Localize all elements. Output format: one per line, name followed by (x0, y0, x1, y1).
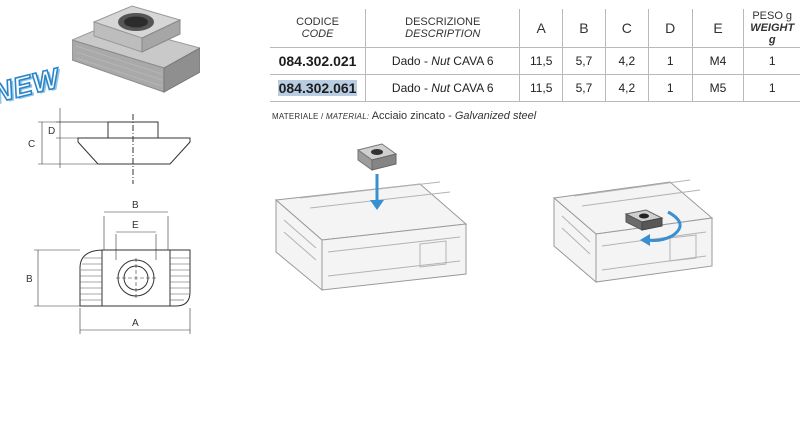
cell-a: 11,5 (519, 47, 563, 75)
cell-d: 1 (647, 47, 693, 75)
insertion-illustration (274, 143, 468, 292)
cell-b: 5,7 (562, 47, 606, 75)
cell-weight: 1 (743, 74, 800, 102)
dim-b-left-label: B (26, 274, 33, 285)
nut-product-photo (72, 5, 200, 93)
header-description: DESCRIZIONE DESCRIPTION (365, 9, 521, 48)
dim-e-label: E (132, 220, 139, 231)
header-d: D (647, 9, 693, 48)
header-c: C (604, 9, 649, 48)
rotate-arrow-icon (640, 210, 682, 246)
cell-a: 11,5 (519, 74, 563, 102)
header-a: A (519, 9, 563, 48)
cell-description: Dado - Nut CAVA 6 (365, 74, 521, 102)
cell-code: 084.302.021 (270, 47, 367, 75)
spec-table: CODICE CODE DESCRIZIONE DESCRIPTION A B … (270, 9, 800, 102)
cell-code-selected[interactable]: 084.302.061 (270, 74, 367, 102)
cell-description: Dado - Nut CAVA 6 (365, 47, 521, 75)
dim-b-top-label: B (132, 200, 139, 211)
cell-d: 1 (647, 74, 693, 102)
new-badge: NEW (0, 61, 64, 109)
header-weight: PESO g WEIGHT g (743, 9, 800, 48)
cell-e: M5 (691, 74, 745, 102)
dim-d-label: D (48, 126, 55, 137)
nut-icon (356, 143, 398, 171)
cell-c: 4,2 (604, 47, 649, 75)
down-arrow-icon (370, 174, 384, 210)
dim-c-label: C (28, 139, 35, 150)
table-header-row: CODICE CODE DESCRIZIONE DESCRIPTION A B … (270, 9, 800, 48)
nut-icon (624, 209, 664, 231)
dim-a-label: A (132, 318, 139, 329)
header-b: B (562, 9, 606, 48)
cell-c: 4,2 (604, 74, 649, 102)
rotation-illustration (552, 179, 714, 284)
technical-drawing: C D B E B A (26, 108, 191, 334)
cell-e: M4 (691, 47, 745, 75)
table-row: 084.302.021 Dado - Nut CAVA 6 11,5 5,7 4… (270, 47, 800, 75)
cell-b: 5,7 (562, 74, 606, 102)
table-row: 084.302.061 Dado - Nut CAVA 6 11,5 5,7 4… (270, 74, 800, 102)
cell-weight: 1 (743, 47, 800, 75)
material-line: MATERIALE / MATERIAL: Acciaio zincato - … (272, 110, 537, 122)
header-code: CODICE CODE (270, 9, 367, 48)
header-e: E (691, 9, 745, 48)
